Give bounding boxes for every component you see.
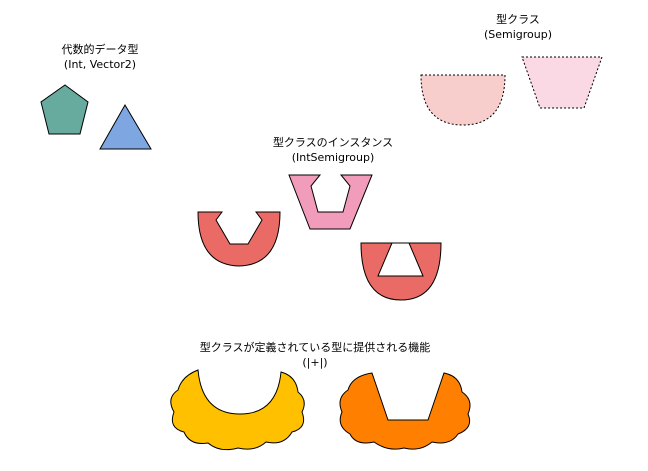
label-type-class-instance-example: (IntSemigroup) <box>291 151 375 164</box>
label-type-class-function-title: 型クラスが定義されている型に提供される機能 <box>199 341 431 354</box>
label-type-class: 型クラス (Semigroup) <box>448 12 588 42</box>
instance-red-cup-left <box>197 211 281 267</box>
label-type-class-function-operator: (|+|) <box>302 356 328 369</box>
function-orange-cloud-trapezoid <box>339 372 471 450</box>
triangle-shape <box>99 104 152 150</box>
type-class-semicircle-shape <box>420 74 506 126</box>
label-type-class-example: (Semigroup) <box>483 28 553 41</box>
instance-pink-trapezoid <box>288 174 373 230</box>
label-type-class-function: 型クラスが定義されている型に提供される機能 (|+|) <box>150 340 480 370</box>
pentagon-shape <box>40 84 89 135</box>
label-type-class-title: 型クラス <box>496 13 540 26</box>
function-yellow-cloud-cup <box>170 369 305 451</box>
type-class-trapezoid-shape <box>521 56 603 109</box>
label-algebraic-data-type-title: 代数的データ型 <box>61 43 139 56</box>
label-algebraic-data-type-examples: (Int, Vector2) <box>63 58 137 71</box>
instance-red-cup-right <box>360 242 442 301</box>
label-algebraic-data-type: 代数的データ型 (Int, Vector2) <box>30 42 170 72</box>
label-type-class-instance: 型クラスのインスタンス (IntSemigroup) <box>228 135 438 165</box>
label-type-class-instance-title: 型クラスのインスタンス <box>272 136 394 149</box>
